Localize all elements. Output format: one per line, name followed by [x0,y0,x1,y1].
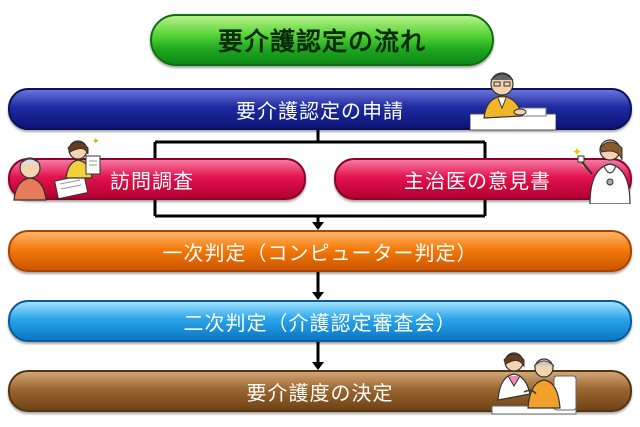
step-first-judgment-label: 一次判定（コンピューター判定） [162,240,478,265]
arrowhead-first [312,222,324,230]
step-second-judgment: 二次判定（介護認定審査会） [8,300,632,342]
step-application-label: 要介護認定の申請 [236,98,404,123]
step-survey-label: 訪問調査 [110,168,194,193]
step-doctor-opinion: 主治医の意見書 [334,158,632,200]
step-decision-label: 要介護度の決定 [246,380,394,405]
svg-text:✦: ✦ [92,137,100,147]
step-first-judgment: 一次判定（コンピューター判定） [8,230,632,272]
step-doctor-opinion-label: 主治医の意見書 [404,168,551,193]
doctor-illustration-icon: ✦ ✦ [572,139,631,204]
svg-text:✦: ✦ [580,161,587,170]
arrowhead-second [312,292,324,300]
svg-text:✦: ✦ [572,145,582,159]
step-second-judgment-label: 二次判定（介護認定審査会） [183,310,457,335]
home-visit-illustration-icon: ✦ [13,137,101,201]
page-title: 要介護認定の流れ [150,14,494,66]
arrowhead-decision [312,362,324,370]
person-at-desk-illustration-icon [470,72,556,131]
caregiver-illustration-icon [491,352,577,415]
